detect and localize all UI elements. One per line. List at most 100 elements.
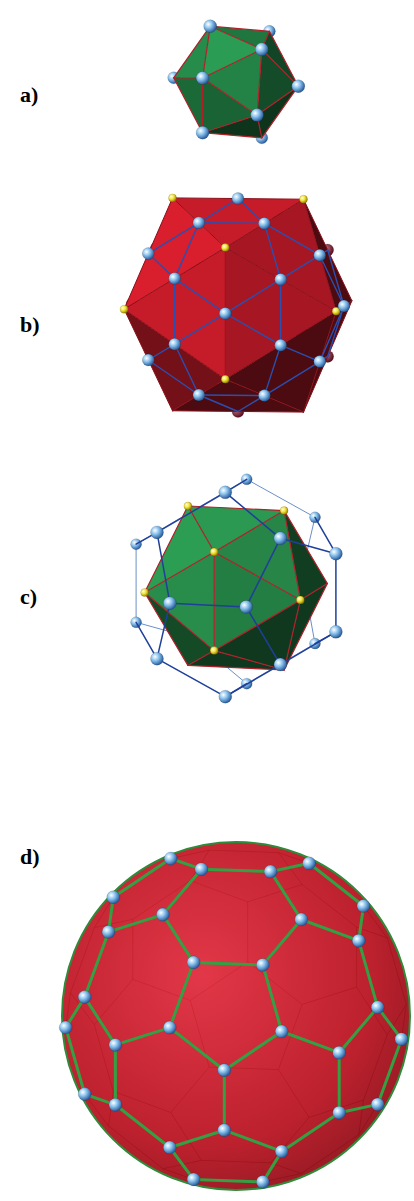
polyhedron-face <box>284 584 327 671</box>
bond-line <box>264 345 280 395</box>
atom-ball <box>219 690 232 703</box>
polyhedron-edge <box>304 301 352 412</box>
bond-line <box>170 603 246 607</box>
polyhedron-edge <box>145 593 215 651</box>
bond-line <box>163 869 202 914</box>
bond-line <box>262 49 299 86</box>
bond-line <box>224 1032 281 1071</box>
atom-ball <box>292 80 305 93</box>
bond-line <box>109 915 163 932</box>
vertex-atom <box>141 589 149 597</box>
polyhedron-edge <box>145 552 215 593</box>
atom-ball <box>163 597 176 610</box>
atom-ball <box>151 652 164 665</box>
bond-line <box>174 78 203 133</box>
polyhedron-edge <box>284 511 300 600</box>
atom-ball <box>219 307 231 319</box>
atom-ball <box>329 625 342 638</box>
atom-ball <box>169 272 181 284</box>
bond-line <box>175 223 199 279</box>
fullerene-cage <box>59 842 410 1190</box>
atom-ball <box>59 1021 72 1034</box>
atom-ball <box>240 600 253 613</box>
polyhedron-edge <box>214 552 300 600</box>
vertex-atom <box>221 375 229 383</box>
bond-line <box>257 49 262 115</box>
polyhedron-face <box>174 78 203 133</box>
bond-line <box>85 932 109 997</box>
bond-line <box>320 306 344 362</box>
atom-ball <box>232 193 244 205</box>
polyhedron-edge <box>124 309 172 411</box>
bond-line <box>282 1113 340 1152</box>
atom-ball <box>109 1098 122 1111</box>
bond-line <box>257 86 298 115</box>
bond-line <box>309 863 363 906</box>
atom-ball <box>107 891 120 904</box>
bond-line <box>203 78 258 115</box>
polyhedron-edge <box>214 511 284 552</box>
atom-ball <box>156 908 169 921</box>
atom-ball <box>163 1021 176 1034</box>
bond-line <box>378 1039 402 1104</box>
polyhedron-edge <box>284 584 327 671</box>
atom-ball <box>255 43 268 56</box>
atom-ball <box>78 991 91 1004</box>
atom-ball <box>195 863 208 876</box>
polyhedron-face <box>214 511 300 600</box>
atom-ball <box>264 865 277 878</box>
bond-line <box>281 345 320 361</box>
polyhedron-edge <box>188 651 214 666</box>
cage-surface <box>62 842 410 1190</box>
bond-line <box>201 869 270 871</box>
polyhedron-edge <box>284 600 300 670</box>
atom-ball <box>395 1033 408 1046</box>
bond-line <box>203 133 262 138</box>
polyhedron-face <box>203 49 262 115</box>
bond-line <box>281 255 320 279</box>
bond-line <box>114 1045 117 1105</box>
bond-line <box>199 395 238 412</box>
panel-label: a) <box>20 84 38 106</box>
atom-ball <box>102 925 115 938</box>
polyhedron-face <box>257 49 298 115</box>
polyhedron-face <box>304 301 352 412</box>
atom-ball <box>274 532 287 545</box>
bond-line <box>115 1028 169 1045</box>
vertex-atom <box>169 194 177 202</box>
bond-line <box>328 306 344 356</box>
atom-ball <box>251 109 264 122</box>
atom-ball <box>314 249 326 261</box>
atom-ball <box>314 356 326 368</box>
polyhedron-edge <box>304 199 337 311</box>
bond-line <box>264 223 280 279</box>
polyhedron-edge <box>188 506 214 552</box>
atom-ball <box>169 338 181 350</box>
bond-line <box>113 859 170 898</box>
atom-ball <box>333 1106 346 1119</box>
atom-ball <box>78 1088 91 1101</box>
bond-line <box>174 278 175 344</box>
bond-line <box>225 313 280 345</box>
atom-ball <box>258 390 270 402</box>
bond-line <box>202 78 203 133</box>
vertex-atom <box>221 244 229 252</box>
bond-line <box>280 538 336 553</box>
bond-line <box>280 632 336 665</box>
bond-line <box>175 313 226 344</box>
bond-line <box>170 1130 225 1147</box>
panel-label: c) <box>20 586 37 608</box>
atom-ball <box>274 658 287 671</box>
bond-line <box>157 532 170 603</box>
bond-line <box>85 997 116 1045</box>
icosahedral-cluster <box>168 20 305 144</box>
vertex-atom <box>120 305 128 313</box>
bond-line <box>271 872 302 920</box>
bond-line <box>359 941 378 1008</box>
bond-line <box>338 1053 341 1113</box>
bond-line <box>282 1032 340 1053</box>
atom-ball <box>371 1098 384 1111</box>
bond-line <box>223 1070 226 1130</box>
atom-ball <box>303 857 316 870</box>
